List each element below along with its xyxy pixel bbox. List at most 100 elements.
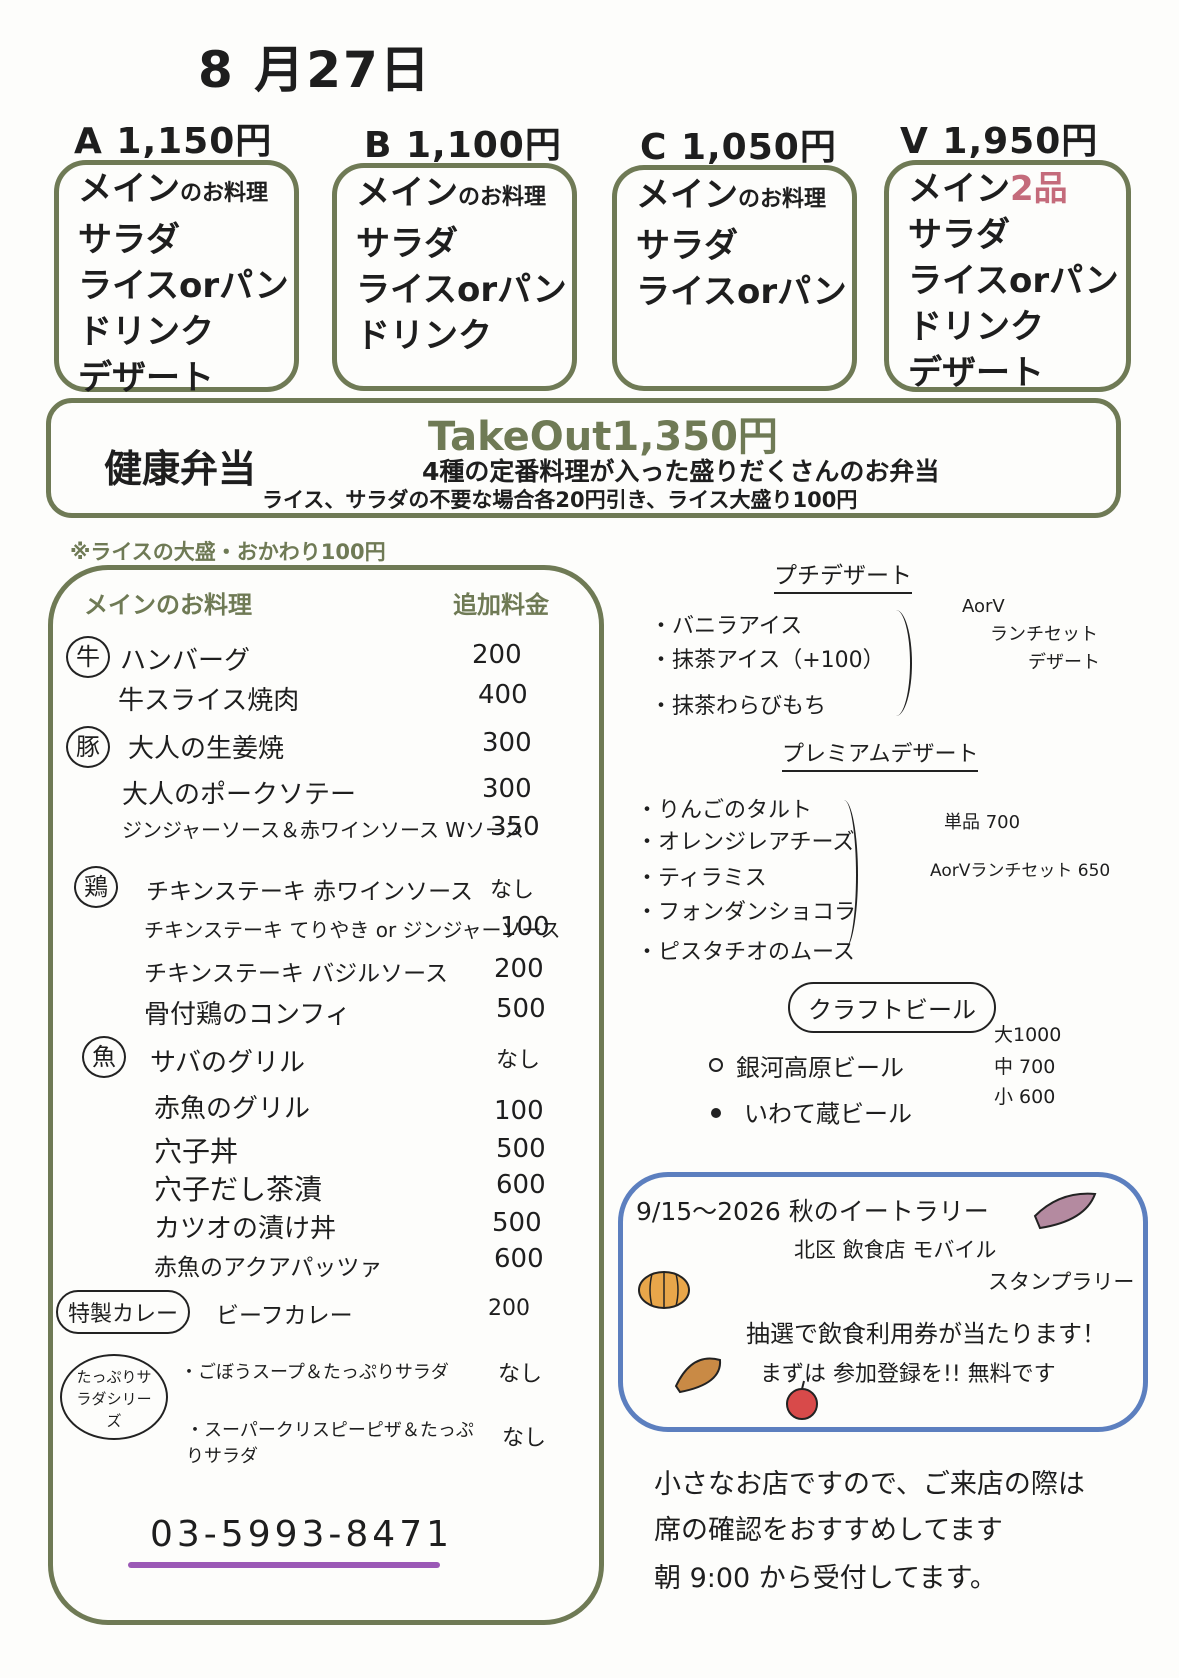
beer-bullet-icon bbox=[711, 1108, 721, 1118]
set-b-items: メインのお料理 サラダ ライスorパン ドリンク bbox=[356, 173, 567, 356]
menu-item-price: 300 bbox=[482, 728, 532, 758]
bento-name: 健康弁当 bbox=[104, 447, 257, 491]
date-heading: 8 月27日 bbox=[198, 41, 432, 99]
category-beef-badge: 牛 bbox=[66, 636, 110, 678]
category-chicken-badge: 鶏 bbox=[74, 866, 118, 908]
dessert-item: ・フォンダンショコラ bbox=[636, 900, 857, 925]
menu-item: カツオの漬け丼 bbox=[154, 1214, 337, 1244]
menu-item-price: 100 bbox=[500, 912, 550, 942]
menu-item-price: 200 bbox=[494, 954, 544, 984]
menu-item-price: 400 bbox=[478, 680, 528, 710]
phone-number[interactable]: 03-5993-8471 bbox=[150, 1514, 454, 1555]
menu-item-price: 500 bbox=[492, 1208, 542, 1238]
set-b-title: B 1,100円 bbox=[364, 125, 562, 166]
menu-item-price: 500 bbox=[496, 1134, 546, 1164]
set-c-box bbox=[612, 165, 857, 391]
phone-underline bbox=[128, 1562, 440, 1568]
menu-item: ビーフカレー bbox=[216, 1303, 353, 1329]
main-menu-box bbox=[48, 565, 604, 1625]
event-subtitle: 北区 飲食店 モバイル bbox=[794, 1238, 997, 1262]
menu-item: チキンステーキ バジルソース bbox=[144, 961, 449, 987]
menu-item-price: 200 bbox=[488, 1296, 530, 1321]
set-a-title: A 1,150円 bbox=[74, 121, 273, 162]
beer-bullet-icon bbox=[709, 1058, 723, 1072]
petit-dessert-note: デザート bbox=[1028, 652, 1100, 673]
menu-item: 骨付鶏のコンフィ bbox=[144, 1000, 351, 1030]
extra-charge-header: 追加料金 bbox=[453, 591, 549, 619]
set-v-items: メイン2品 サラダ ライスorパン ドリンク デザート bbox=[908, 169, 1119, 393]
event-box bbox=[618, 1172, 1148, 1432]
chestnut-icon bbox=[674, 1357, 722, 1394]
petit-dessert-title: プチデザート bbox=[774, 556, 912, 594]
premium-set-price: AorVランチセット 650 bbox=[930, 861, 1111, 881]
menu-item: チキンステーキ てりやき or ジンジャーソース bbox=[144, 918, 561, 942]
dessert-item: ・オレンジレアチーズ bbox=[636, 830, 855, 855]
menu-item-price: なし bbox=[496, 1048, 541, 1073]
beer-item: 銀河高原ビール bbox=[736, 1054, 904, 1082]
menu-item: ハンバーグ bbox=[120, 646, 251, 676]
category-fish-badge: 魚 bbox=[82, 1036, 126, 1078]
premium-single-price: 単品 700 bbox=[944, 812, 1021, 833]
category-salad-series-badge: たっぷりサラダシリーズ bbox=[60, 1354, 168, 1440]
dessert-item: ・ティラミス bbox=[636, 866, 767, 891]
menu-item-price: なし bbox=[490, 878, 535, 903]
bento-box bbox=[46, 398, 1121, 518]
beer-size: 小 600 bbox=[994, 1086, 1056, 1108]
set-v-title: V 1,950円 bbox=[900, 121, 1099, 162]
menu-item: 赤魚のアクアパッツァ bbox=[154, 1255, 383, 1281]
menu-item-price: 200 bbox=[472, 640, 522, 670]
menu-item-price: 300 bbox=[482, 774, 532, 804]
premium-dessert-title: プレミアムデザート bbox=[782, 736, 979, 772]
menu-item: ジンジャーソース＆赤ワインソース Wソース bbox=[122, 818, 525, 842]
menu-item-price: 100 bbox=[494, 1096, 544, 1126]
pumpkin-icon bbox=[638, 1271, 690, 1309]
set-c-title: C 1,050円 bbox=[640, 127, 837, 168]
beer-item: いわて蔵ビール bbox=[744, 1100, 912, 1128]
menu-item: 大人のポークソテー bbox=[122, 780, 357, 810]
category-pork-badge: 豚 bbox=[66, 726, 110, 768]
set-a-items: メインのお料理 サラダ ライスorパン ドリンク デザート bbox=[78, 169, 289, 398]
petit-dessert-bracket bbox=[880, 610, 912, 716]
event-title: 9/15〜2026 秋のイートラリー bbox=[636, 1197, 989, 1226]
sweet-potato-icon bbox=[1033, 1192, 1097, 1230]
menu-item-price: 600 bbox=[494, 1244, 544, 1274]
bento-note: ライス、サラダの不要な場合各20円引き、ライス大盛り100円 bbox=[262, 488, 858, 512]
menu-item: サバのグリル bbox=[150, 1048, 305, 1078]
footer-note-line: 朝 9:00 から受付してます。 bbox=[654, 1563, 997, 1594]
menu-item-price: なし bbox=[502, 1426, 547, 1451]
bento-description: 4種の定番料理が入った盛りだくさんのお弁当 bbox=[422, 457, 940, 486]
set-c-items: メインのお料理 サラダ ライスorパン bbox=[636, 175, 847, 312]
beer-size: 大1000 bbox=[994, 1024, 1062, 1046]
craft-beer-title: クラフトビール bbox=[788, 982, 996, 1033]
petit-dessert-note: ランチセット bbox=[990, 624, 1098, 645]
footer-note-line: 小さなお店ですので、ご来店の際は bbox=[654, 1469, 1085, 1500]
menu-item: ・ごぼうスープ＆たっぷりサラダ bbox=[180, 1362, 449, 1383]
main-menu-header: メインのお料理 bbox=[84, 591, 252, 619]
rice-note: ※ライスの大盛・おかわり100円 bbox=[70, 540, 386, 564]
dessert-item: ・りんごのタルト bbox=[636, 798, 813, 823]
menu-item: 穴子だし茶漬 bbox=[154, 1173, 323, 1206]
petit-dessert-note: AorV bbox=[962, 596, 1005, 617]
menu-item: チキンステーキ 赤ワインソース bbox=[146, 879, 474, 905]
menu-item: 穴子丼 bbox=[154, 1135, 239, 1168]
category-curry-badge: 特製カレー bbox=[56, 1290, 191, 1334]
event-lottery: 抽選で飲食利用券が当たります！ bbox=[746, 1320, 1106, 1348]
premium-dessert-bracket bbox=[830, 800, 858, 950]
event-register: まずは 参加登録を!! 無料です bbox=[760, 1362, 1056, 1387]
event-subtitle: スタンプラリー bbox=[988, 1270, 1135, 1294]
dessert-item: ・バニラアイス bbox=[650, 614, 803, 639]
dessert-item: ・抹茶アイス（+100） bbox=[650, 648, 885, 673]
menu-item-price: 600 bbox=[496, 1170, 546, 1200]
beer-size: 中 700 bbox=[994, 1056, 1056, 1078]
menu-item-price: 350 bbox=[490, 812, 540, 842]
dessert-item: ・ピスタチオのムース bbox=[636, 940, 855, 965]
set-v-box bbox=[884, 160, 1131, 392]
apple-icon bbox=[786, 1380, 818, 1420]
set-a-box bbox=[54, 160, 299, 392]
menu-item: ・スーパークリスピーピザ＆たっぷりサラダ bbox=[186, 1420, 474, 1467]
menu-item-price: なし bbox=[498, 1362, 543, 1387]
menu-item-price: 500 bbox=[496, 994, 546, 1024]
footer-note-line: 席の確認をおすすめしてます bbox=[654, 1515, 1003, 1546]
menu-item: 大人の生姜焼 bbox=[128, 734, 285, 764]
